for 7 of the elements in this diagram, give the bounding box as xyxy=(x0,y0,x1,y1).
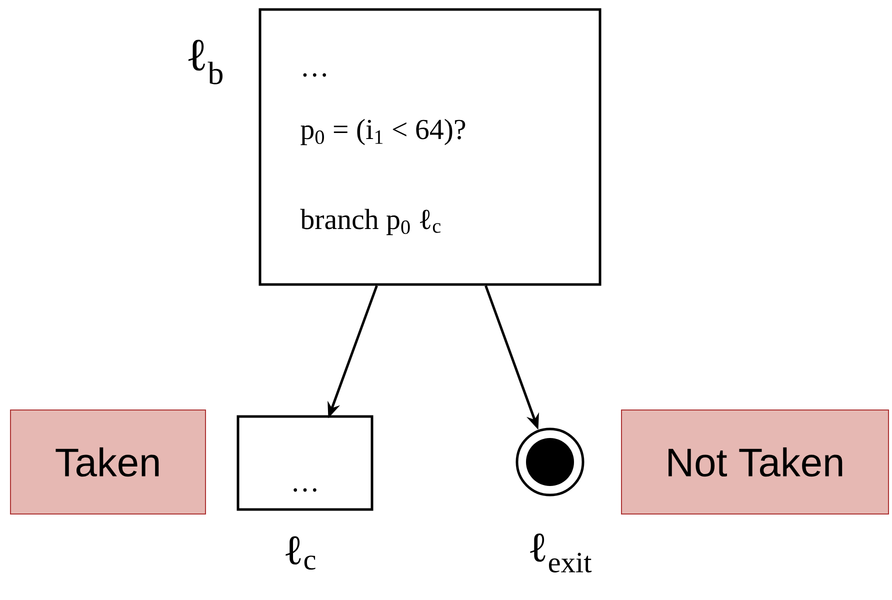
block-box: … xyxy=(236,415,374,511)
label-box: Not Taken xyxy=(621,410,889,514)
block-label: ℓ$_{exit}$ xyxy=(530,534,592,572)
block-label: ℓ$_{b}$ xyxy=(188,40,223,84)
block-label: ℓ$_{c}$ xyxy=(286,536,316,570)
label-box: Taken xyxy=(10,410,206,514)
code-block-box: … p$_{0}$ = (i$_{1}$ < 64)? branch p$_{0}$ ℓ$_{c}$ xyxy=(258,8,602,286)
